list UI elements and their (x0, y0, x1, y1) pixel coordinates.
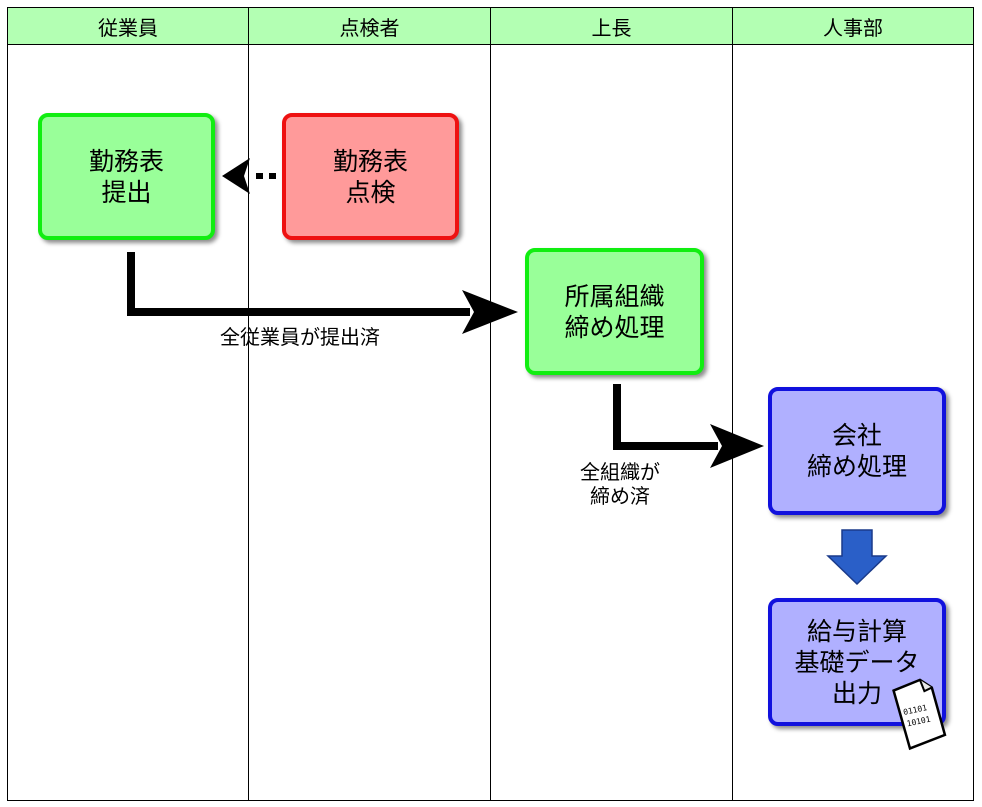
lane-divider (248, 7, 249, 801)
edge-label-all-closed: 全組織が 締め済 (580, 460, 660, 508)
down-arrow-icon (826, 529, 888, 586)
submit-to-dept-arrow (127, 252, 518, 334)
lane-header-checker: 点検者 (248, 7, 491, 45)
node-timesheet-check[interactable]: 勤務表 点検 (282, 113, 459, 240)
lane-divider (732, 7, 733, 801)
dotted-arrow (222, 158, 276, 194)
edge-label-all-submitted: 全従業員が提出済 (220, 325, 380, 349)
lane-header-hr: 人事部 (732, 7, 974, 45)
node-dept-close[interactable]: 所属組織 締め処理 (525, 248, 704, 375)
dept-to-company-arrow (613, 384, 764, 468)
node-company-close[interactable]: 会社 締め処理 (768, 387, 946, 515)
lane-header-employee: 従業員 (7, 7, 249, 45)
node-timesheet-submit[interactable]: 勤務表 提出 (38, 113, 215, 240)
node-payroll-output[interactable]: 給与計算 基礎データ 出力 (768, 598, 946, 726)
lane-divider (490, 7, 491, 801)
lane-header-supervisor: 上長 (490, 7, 733, 45)
